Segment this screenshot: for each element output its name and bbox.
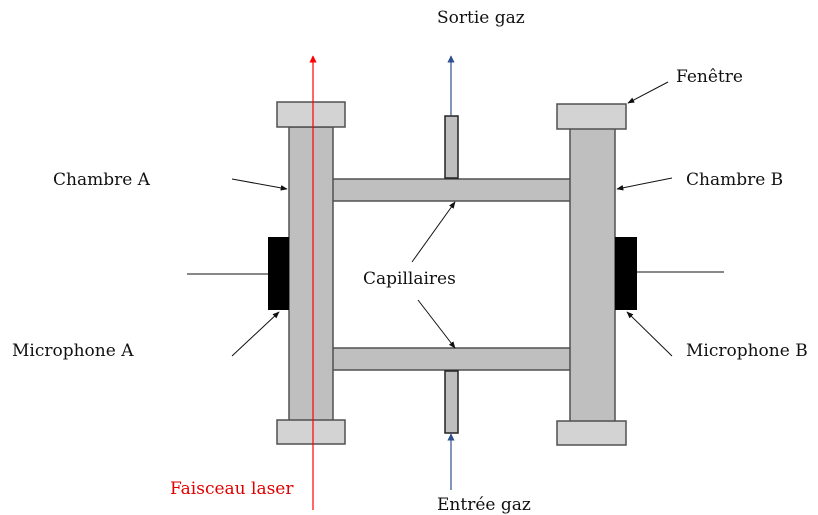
sortie-gaz-label: Sortie gaz bbox=[437, 8, 525, 28]
microphone-a-pointer-arrow bbox=[231, 311, 280, 357]
chamber-b bbox=[569, 126, 616, 423]
capillaires-label: Capillaires bbox=[363, 269, 456, 289]
entree-gaz-label: Entrée gaz bbox=[437, 495, 531, 515]
capillaries-bottom-pointer-arrow bbox=[417, 299, 456, 349]
chamber-a-pointer-arrow bbox=[231, 178, 288, 191]
microphone-b-pointer-arrow bbox=[626, 311, 673, 357]
gas-outlet-tube bbox=[444, 115, 459, 179]
microphone-a-label: Microphone A bbox=[12, 341, 134, 361]
capillaries-top-pointer-arrow bbox=[411, 201, 456, 263]
capillary-top bbox=[329, 178, 573, 202]
microphone-b bbox=[615, 237, 637, 310]
faisceau-laser-label: Faisceau laser bbox=[170, 479, 294, 499]
fenetre-label: Fenêtre bbox=[676, 67, 743, 87]
chamber-b-pointer-arrow bbox=[616, 177, 673, 191]
microphone-a bbox=[268, 237, 289, 310]
window-a-bottom bbox=[276, 419, 346, 445]
window-pointer-arrow bbox=[627, 81, 669, 104]
gas-inlet-tube bbox=[444, 370, 459, 434]
window-b-top bbox=[556, 103, 627, 130]
chamber-a bbox=[288, 126, 334, 423]
microphone-b-label: Microphone B bbox=[686, 341, 808, 361]
window-a-top bbox=[276, 101, 346, 128]
chambre-b-label: Chambre B bbox=[686, 170, 783, 190]
chambre-a-label: Chambre A bbox=[53, 170, 151, 190]
capillary-bottom bbox=[329, 347, 573, 371]
window-b-bottom bbox=[556, 420, 627, 446]
